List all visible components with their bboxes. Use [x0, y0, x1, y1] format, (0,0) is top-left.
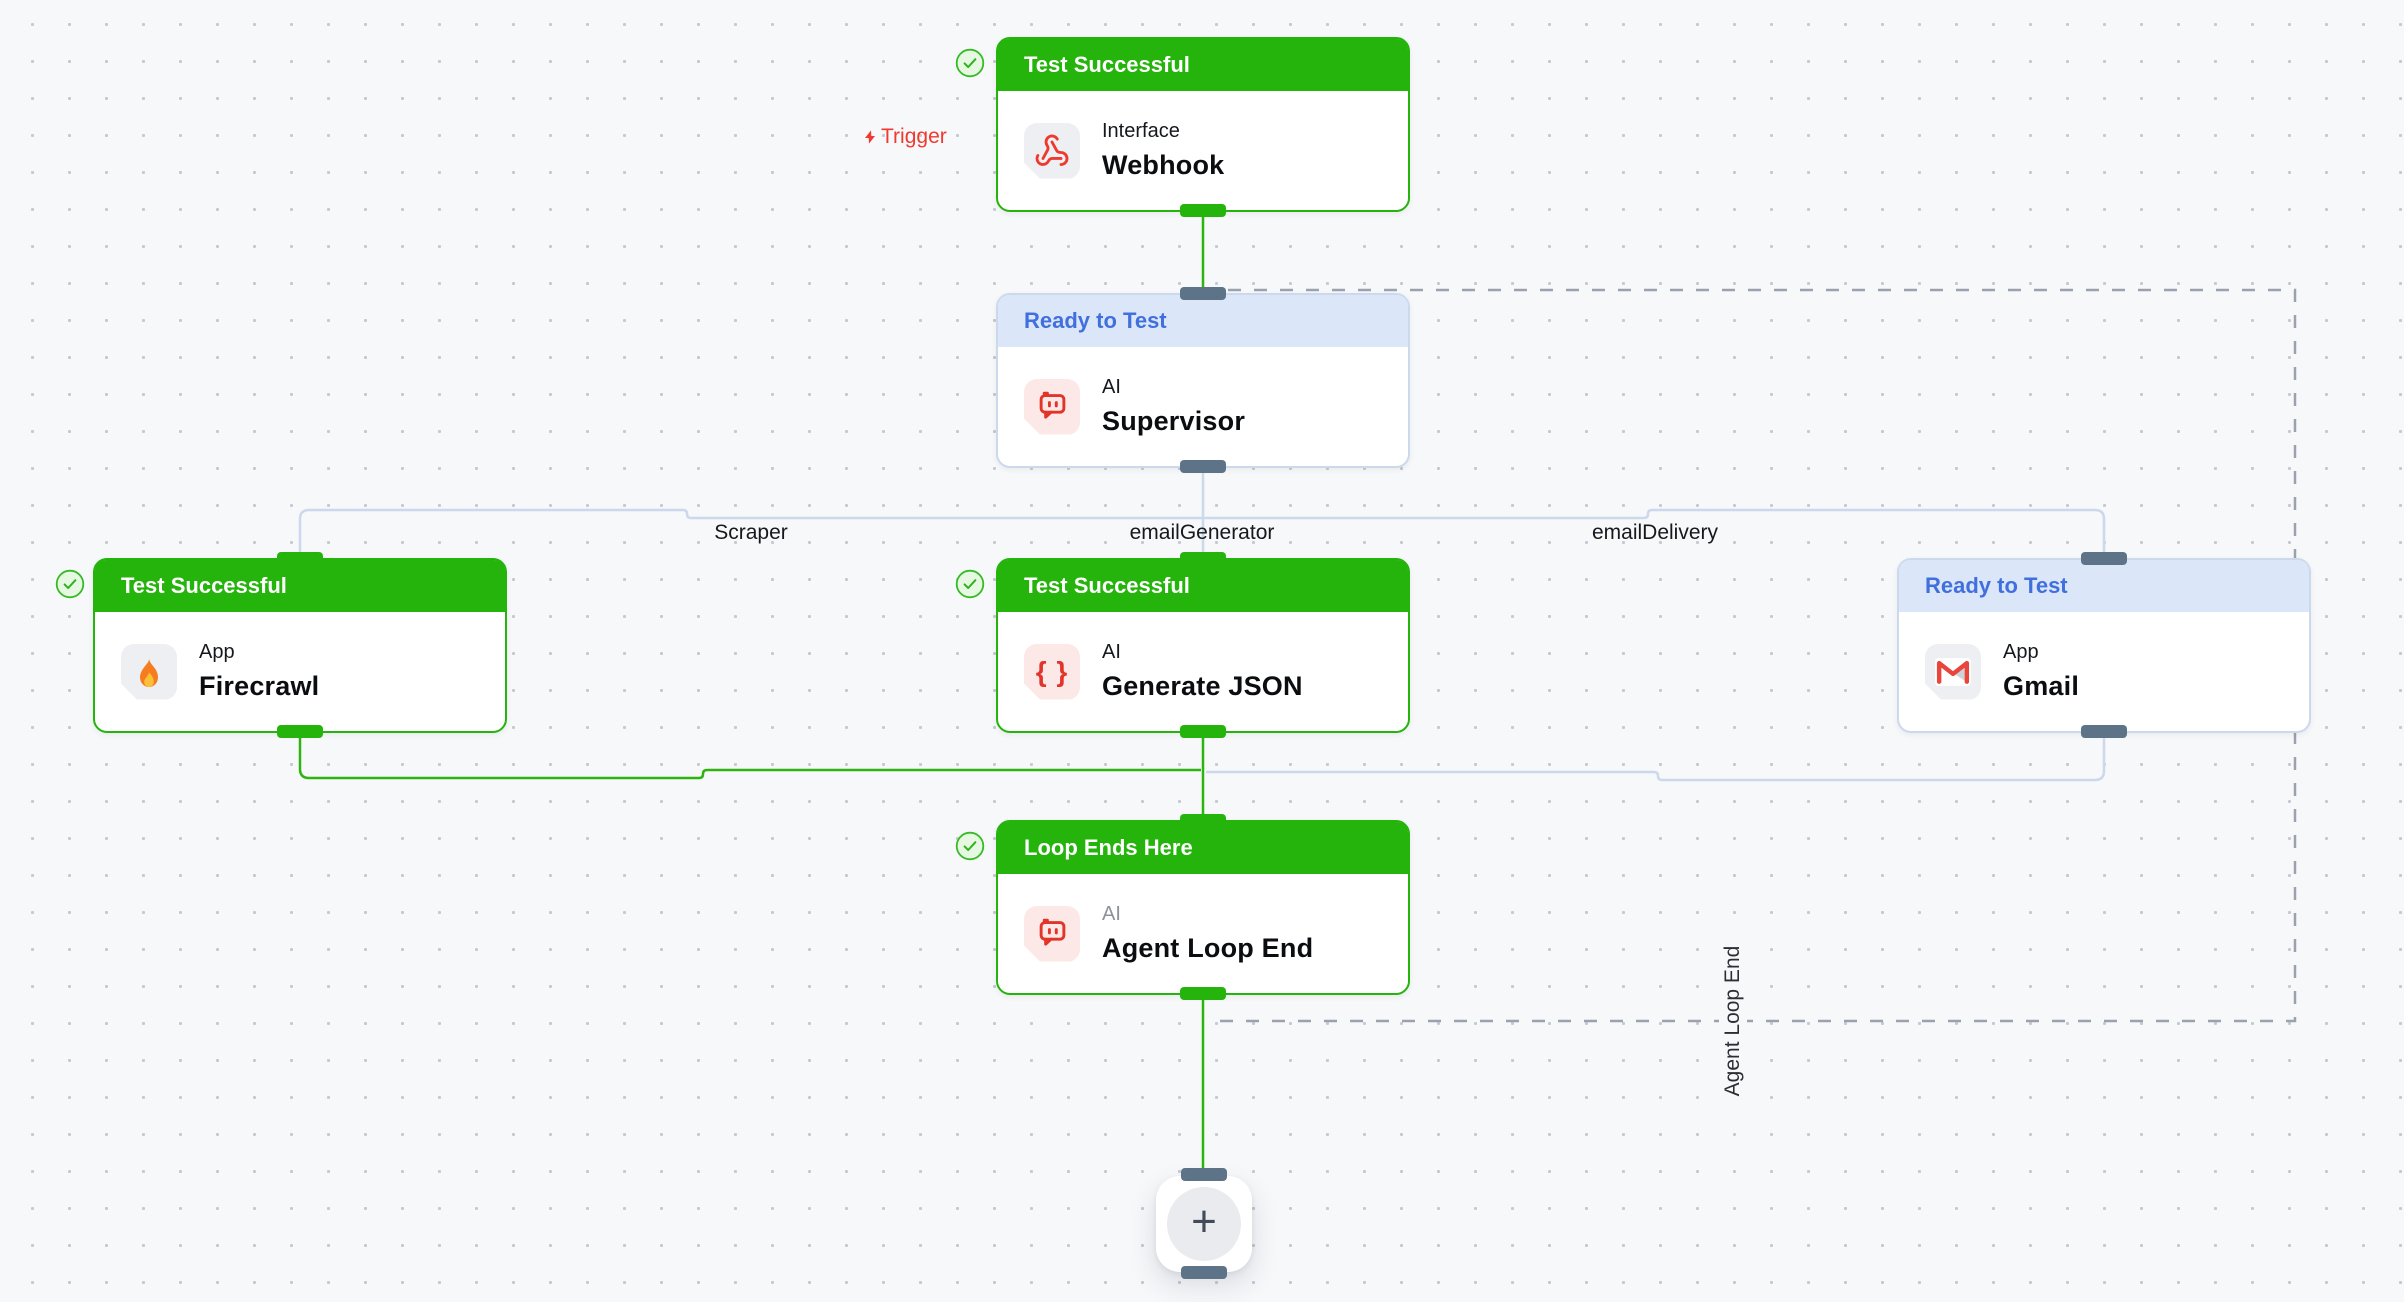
curly-braces-glyph: { } [1035, 655, 1069, 687]
trigger-label-text: Trigger [881, 125, 947, 148]
check-circle-icon [55, 569, 85, 599]
plus-glyph: + [1191, 1197, 1217, 1246]
connector-handle[interactable] [1180, 204, 1226, 217]
plus-icon: + [1167, 1187, 1241, 1261]
add-step-button[interactable]: + [1156, 1168, 1252, 1279]
node-kind: AI [1102, 641, 1121, 663]
connector-handle[interactable] [1180, 814, 1226, 827]
node-firecrawl[interactable]: Test Successful App Firecrawl [93, 552, 507, 738]
connector-handle[interactable] [277, 725, 323, 738]
loop-group-label: Agent Loop End [1719, 941, 1747, 1101]
node-status-badge: Loop Ends Here [998, 822, 1408, 874]
connector-handle[interactable] [277, 552, 323, 565]
branch-label-email-delivery[interactable]: emailDelivery [1591, 521, 1719, 544]
check-circle-icon [955, 831, 985, 861]
node-kind: AI [1102, 376, 1121, 398]
connector-handle[interactable] [1180, 460, 1226, 473]
node-title: Webhook [1102, 150, 1225, 180]
branch-label-email-generator[interactable]: emailGenerator [1129, 521, 1275, 544]
check-circle-icon [955, 569, 985, 599]
connector-handle[interactable] [1180, 287, 1226, 300]
node-generate-json[interactable]: Test Successful { } AI Generate JSON [996, 552, 1410, 738]
node-title: Generate JSON [1102, 671, 1303, 701]
ai-bot-icon [1024, 379, 1080, 435]
connector-handle[interactable] [1180, 552, 1226, 565]
node-title: Supervisor [1102, 406, 1246, 436]
node-title: Agent Loop End [1102, 933, 1314, 963]
trigger-label: Trigger [862, 125, 947, 149]
connector-handle[interactable] [1180, 987, 1226, 1000]
curly-braces-icon: { } [1024, 644, 1080, 700]
connector-handle[interactable] [2081, 725, 2127, 738]
connector-handle[interactable] [1181, 1168, 1227, 1181]
node-status-badge: Ready to Test [1899, 560, 2309, 612]
node-status-badge: Ready to Test [998, 295, 1408, 347]
connector-handle[interactable] [1180, 725, 1226, 738]
node-supervisor[interactable]: Ready to Test AI Supervisor [996, 287, 1410, 473]
flame-icon [121, 644, 177, 700]
node-status-badge: Test Successful [95, 560, 505, 612]
edge-gmail-loop-end [1206, 726, 2106, 782]
lightning-bolt-icon [865, 130, 875, 144]
edge-firecrawl-loop-end [298, 726, 1201, 780]
node-status-badge: Test Successful [998, 560, 1408, 612]
connector-handle[interactable] [2081, 552, 2127, 565]
node-kind: App [199, 641, 235, 663]
node-kind: Interface [1102, 120, 1180, 142]
check-circle-icon [955, 48, 985, 78]
node-kind: AI [1102, 903, 1121, 925]
gmail-icon [1925, 644, 1981, 700]
branch-label-scraper[interactable]: Scraper [714, 521, 788, 544]
connector-handle[interactable] [1181, 1266, 1227, 1279]
ai-bot-icon [1024, 906, 1080, 962]
webhook-icon [1024, 123, 1080, 179]
node-title: Firecrawl [199, 671, 320, 701]
node-webhook[interactable]: Test Successful Interface Webhook [996, 37, 1410, 217]
node-kind: App [2003, 641, 2039, 663]
node-title: Gmail [2003, 671, 2080, 701]
node-status-badge: Test Successful [998, 39, 1408, 91]
edge-branch-rail [298, 508, 2106, 552]
node-gmail[interactable]: Ready to Test App Gmail [1897, 552, 2311, 738]
node-agent-loop-end[interactable]: Loop Ends Here AI Agent Loop End [996, 814, 1410, 1000]
